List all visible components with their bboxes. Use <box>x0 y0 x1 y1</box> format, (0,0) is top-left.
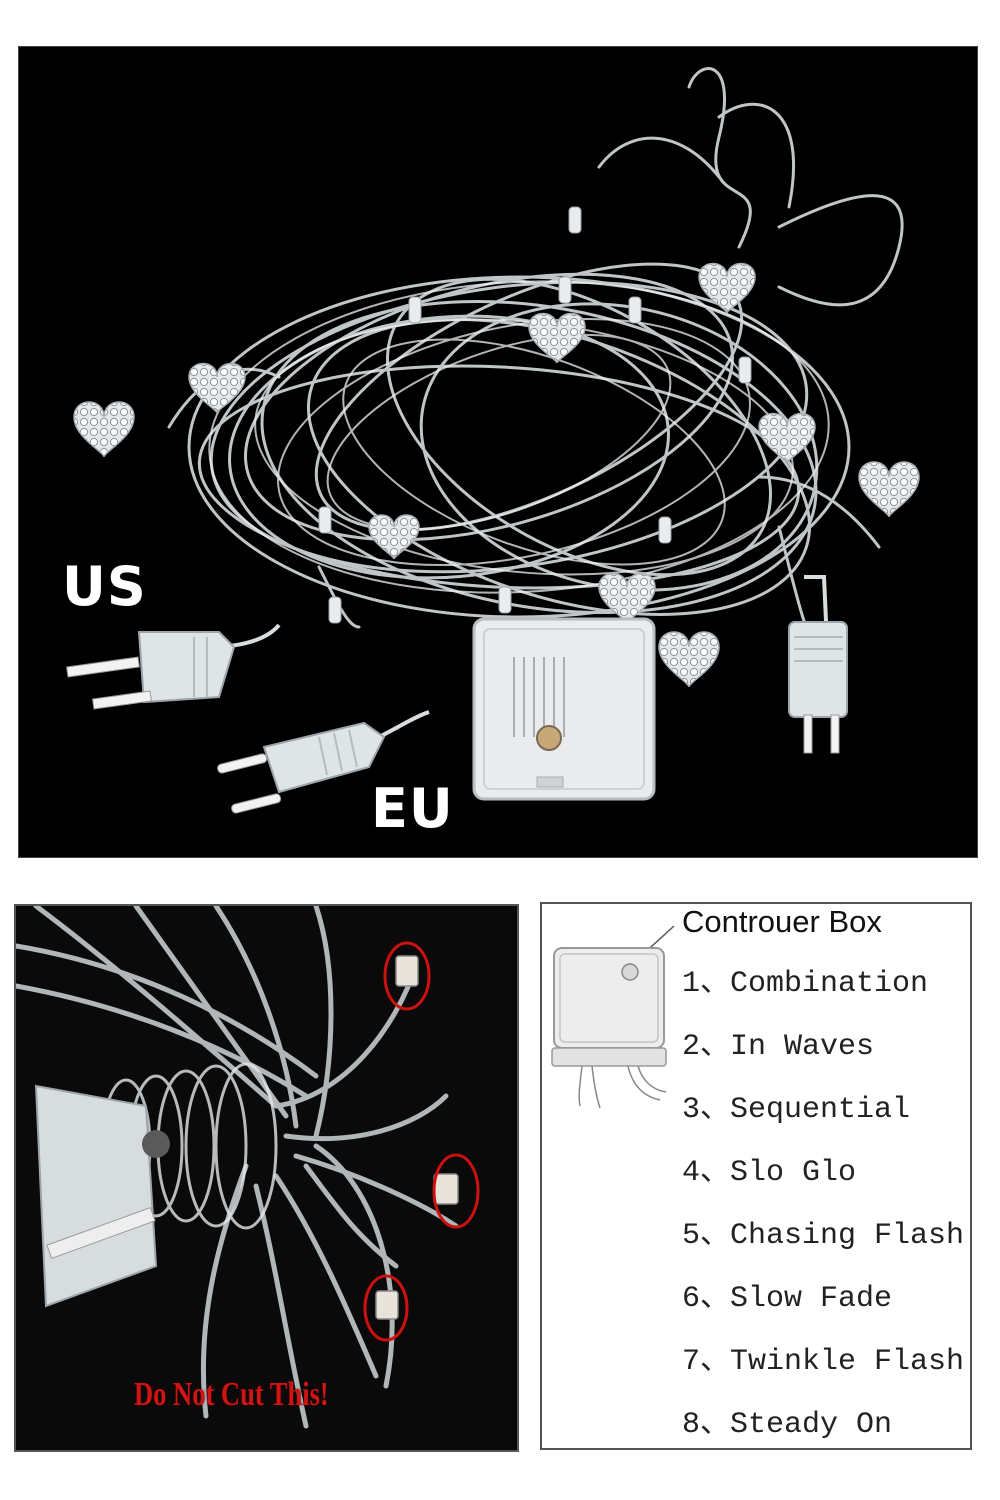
led-bulbs <box>218 206 752 624</box>
controller-modes-panel: Controuer Box 1、Combination 2、In Waves 3… <box>540 902 972 1450</box>
mode-list: 1、Combination 2、In Waves 3、Sequential 4、… <box>682 964 965 1448</box>
red-circle-markers <box>363 941 480 1342</box>
wire-tangle <box>167 67 904 649</box>
eu-plug-icon <box>217 710 430 814</box>
us-plug-label: US <box>62 555 147 618</box>
wire-bundle-closeup-illustration <box>16 906 517 1450</box>
red-circle-marker-3 <box>363 1274 409 1342</box>
wire-connectors <box>375 955 459 1320</box>
mode-item: 1、Combination <box>682 967 929 1001</box>
mode-item: 3、Sequential <box>682 1093 911 1127</box>
eu-plug-label: EU <box>371 777 454 840</box>
mode-item: 2、In Waves <box>682 1030 875 1064</box>
mode-item: 6、Slow Fade <box>682 1282 893 1316</box>
mode-item: 4、Slo Glo <box>682 1156 857 1190</box>
red-circle-marker-2 <box>432 1153 480 1229</box>
controller-button-icon <box>536 725 562 751</box>
controller-box <box>472 617 656 801</box>
do-not-cut-warning: Do Not Cut This! <box>134 1376 329 1413</box>
controller-button-icon <box>621 963 639 981</box>
heart-bulbs <box>73 262 920 688</box>
mode-item: 7、Twinkle Flash <box>682 1345 965 1379</box>
mode-item: 5、Chasing Flash <box>682 1219 965 1253</box>
mode-item: 8、Steady On <box>682 1408 893 1442</box>
plug-closeup-icon <box>34 1084 170 1308</box>
us-plug-upright-icon <box>788 575 848 754</box>
controller-box-title: Controuer Box <box>682 904 882 939</box>
light-string-bundle-illustration <box>66 67 920 814</box>
us-plug-icon <box>66 623 281 710</box>
wire-closeup-photo: Do Not Cut This! <box>14 904 519 1452</box>
red-circle-marker-1 <box>383 941 431 1011</box>
top-product-photo: US EU <box>18 46 978 858</box>
wire-tangle-dense <box>208 280 830 594</box>
controller-box-diagram <box>551 925 675 1109</box>
